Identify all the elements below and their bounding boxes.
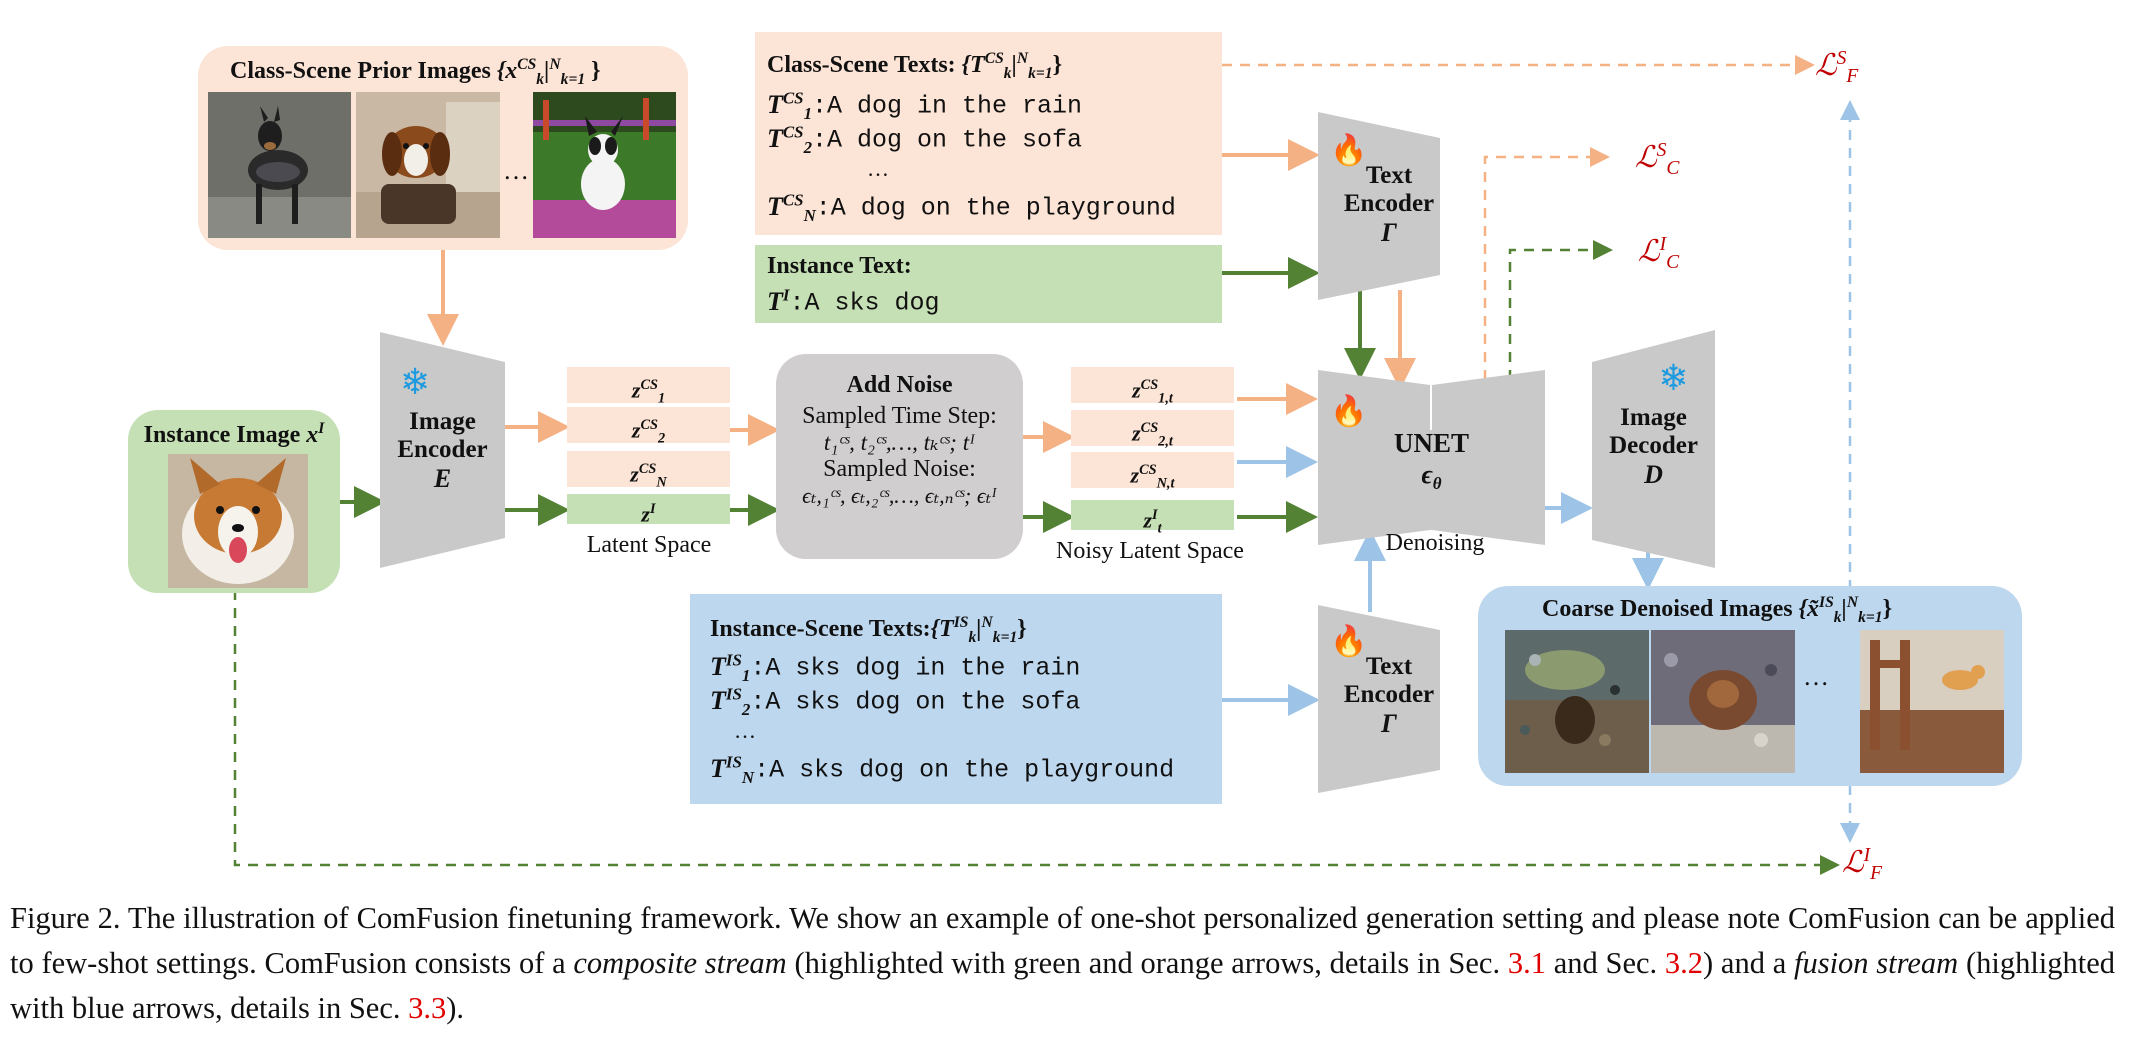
loss-lc-s: ℒSC — [1635, 140, 1680, 179]
coarse-image-rain — [1505, 630, 1649, 773]
text-encoder-bottom-line2: Encoder — [1343, 681, 1435, 708]
prior-image-rain-dog — [208, 92, 351, 238]
dashed-instance-to-lf-i — [233, 590, 1840, 875]
ref-sec-3-3[interactable]: 3.3 — [408, 991, 447, 1025]
latent-z1-cs: zCS1 — [567, 367, 730, 407]
text-encoder-bottom: 🔥 Text Encoder Γ — [1318, 625, 1440, 739]
text-encoder-bottom-symbol: Γ — [1381, 709, 1397, 738]
image-decoder-shape — [1592, 330, 1715, 568]
image-encoder-shape — [380, 332, 505, 568]
coarse-images-ellipsis: … — [1803, 662, 1829, 691]
add-noise-time-label: Sampled Time Step: — [802, 403, 997, 429]
instance-image-title: Instance Image xI — [143, 420, 325, 448]
instance-image-panel: Instance Image xI — [128, 410, 340, 593]
image-encoder: ❄ Image Encoder E — [380, 362, 505, 494]
text-encoder-top-line1: Text — [1365, 162, 1413, 189]
is-text-ellipsis: … — [734, 718, 756, 743]
image-encoder-line1: Image — [409, 408, 476, 435]
text-encoder-top-symbol: Γ — [1381, 218, 1397, 247]
latent-z-i: zI — [567, 494, 730, 526]
add-noise-panel: Add Noise Sampled Time Step: t₁ᶜˢ, t₂ᶜˢ,… — [776, 354, 1023, 559]
dashed-unet-to-lc-i — [1508, 240, 1613, 380]
dashed-unet-to-lc-s — [1483, 147, 1610, 380]
noisy-latent-space-label: Noisy Latent Space — [1056, 538, 1244, 564]
image-encoder-symbol: E — [433, 464, 452, 493]
class-scene-texts-title: Class-Scene Texts: {TCSk|Nk=1} — [767, 50, 1063, 82]
loss-lf-s: ℒSF — [1815, 48, 1859, 87]
cs-text-1: TCS1:A dog in the rain — [767, 88, 1083, 123]
is-text-2: TIS2:A sks dog on the sofa — [710, 684, 1081, 719]
text-encoder-top-shape — [1318, 112, 1440, 300]
image-decoder-line1: Image — [1620, 404, 1687, 431]
noisy-znt-cs: zCSN,t — [1071, 452, 1234, 492]
figure-caption: Figure 2. The illustration of ComFusion … — [10, 901, 2116, 1025]
text-encoder-bottom-line1: Text — [1365, 653, 1413, 680]
add-noise-noise-values: ϵₜ,₁ᶜˢ, ϵₜ,₂ᶜˢ,…, ϵₜ,ₙᶜˢ; ϵₜᴵ — [802, 483, 997, 508]
cs-text-2: TCS2:A dog on the sofa — [767, 122, 1083, 157]
coarse-denoised-panel: Coarse Denoised Images {x̃ISk|Nk=1} … — [1478, 586, 2022, 786]
denoising-label: Denoising — [1385, 530, 1485, 556]
image-encoder-line2: Encoder — [397, 436, 488, 463]
instance-text-value: TI:A sks dog — [767, 285, 940, 318]
instance-text-title: Instance Text: — [767, 253, 912, 279]
unet-symbol: ϵθ — [1421, 460, 1442, 494]
image-decoder-line2: Decoder — [1609, 432, 1698, 459]
noisy-zt-i: zIt — [1071, 500, 1234, 537]
noisy-z1t-cs: zCS1,t — [1071, 367, 1234, 407]
snowflake-icon: ❄ — [1658, 358, 1689, 398]
latent-zn-cs: zCSN — [567, 451, 730, 491]
cs-text-ellipsis: … — [867, 156, 889, 181]
text-encoder-top-line2: Encoder — [1343, 190, 1435, 217]
prior-image-sofa-dog — [356, 92, 500, 238]
coarse-image-playground — [1860, 630, 2004, 773]
flame-icon: 🔥 — [1330, 134, 1368, 167]
class-scene-prior-panel: Class-Scene Prior Images {xCSk|Nk=1 } … — [198, 46, 688, 250]
add-noise-title: Add Noise — [846, 372, 953, 398]
prior-image-playground-dog — [533, 92, 676, 238]
coarse-denoised-title: Coarse Denoised Images {x̃ISk|Nk=1} — [1542, 594, 1893, 626]
add-noise-noise-label: Sampled Noise: — [823, 456, 976, 482]
image-decoder: ❄ Image Decoder D — [1592, 358, 1715, 490]
latent-z2-cs: zCS2 — [567, 407, 730, 447]
snowflake-icon: ❄ — [400, 362, 431, 402]
unet-title: UNET — [1393, 428, 1469, 458]
cs-text-n: TCSN:A dog on the playground — [767, 190, 1176, 225]
coarse-image-sofa — [1651, 630, 1795, 773]
ref-sec-3-1[interactable]: 3.1 — [1507, 946, 1546, 980]
text-encoder-top: 🔥 Text Encoder Γ — [1318, 134, 1440, 248]
add-noise-time-values: t₁ᶜˢ, t₂ᶜˢ,…, tₖᶜˢ; tᴵ — [823, 430, 976, 455]
instance-text-panel: Instance Text: TI:A sks dog — [755, 245, 1222, 323]
instance-image-corgi — [168, 454, 308, 588]
image-decoder-symbol: D — [1644, 460, 1663, 489]
loss-lf-i: ℒIF — [1842, 845, 1883, 884]
class-scene-prior-title: Class-Scene Prior Images {xCSk|Nk=1 } — [230, 56, 601, 88]
prior-images-ellipsis: … — [503, 156, 529, 185]
is-text-1: TIS1:A sks dog in the rain — [710, 650, 1081, 685]
loss-lc-i: ℒIC — [1638, 234, 1680, 273]
instance-scene-texts-panel: Instance-Scene Texts:{TISk|Nk=1} TIS1:A … — [690, 594, 1222, 804]
class-scene-texts-panel: Class-Scene Texts: {TCSk|Nk=1} TCS1:A do… — [755, 32, 1222, 235]
unet-shape — [1318, 370, 1545, 545]
is-text-n: TISN:A sks dog on the playground — [710, 752, 1175, 787]
text-encoder-bottom-shape — [1318, 605, 1440, 793]
noisy-z2t-cs: zCS2,t — [1071, 410, 1234, 450]
latent-space-label: Latent Space — [586, 532, 712, 558]
flame-icon: 🔥 — [1330, 625, 1368, 658]
instance-scene-texts-title: Instance-Scene Texts:{TISk|Nk=1} — [710, 614, 1027, 646]
ref-sec-3-2[interactable]: 3.2 — [1664, 946, 1704, 980]
flame-icon: 🔥 — [1330, 395, 1368, 428]
